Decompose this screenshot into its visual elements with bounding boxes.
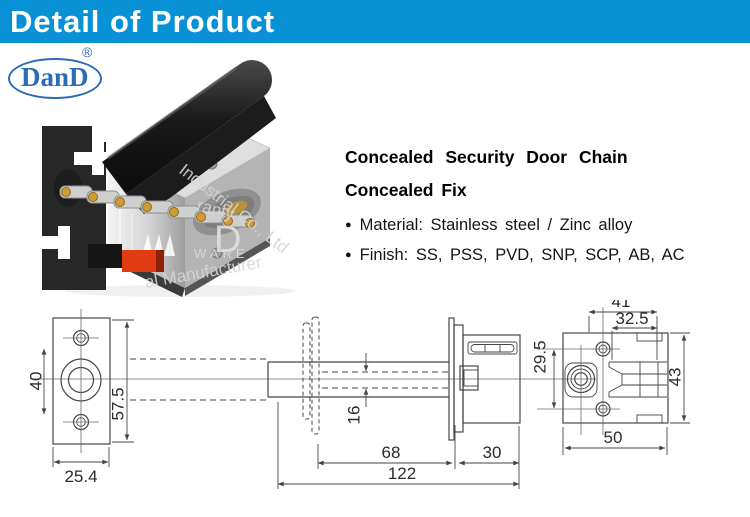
watermark-line: WARE [194,246,249,261]
product-title: Concealed Security Door Chain [345,147,628,167]
drawing-faceplate-view: 40 57.5 25.4 [27,309,268,486]
dim-body-width: 50 [604,428,623,447]
screw-dimple [211,247,223,259]
dim-body-top-width: 41 [612,300,631,311]
dim-body-height: 43 [666,368,685,387]
finish-text: Finish: SS, PSS, PVD, SNP, SCP, AB, AC [359,246,685,264]
drawing-side-view: 16 68 30 122 [267,316,521,489]
dim-track-width: 32.5 [615,309,648,328]
chain-track-outline [608,361,667,398]
material-text: Material: Stainless steel / Zinc alloy [359,216,633,234]
dim-tube-height: 16 [345,406,364,425]
finish-line: ● Finish: SS, PSS, PVD, SNP, SCP, AB, AC [345,246,745,265]
technical-drawings: 40 57.5 25.4 [27,300,690,489]
product-description: Concealed Security Door Chain Concealed … [345,147,745,276]
page-title: Detail of Product [10,4,276,39]
chain-end [224,200,248,216]
bullet-icon: ● [345,249,352,261]
dim-hole-spacing: 40 [27,372,46,391]
dim-plate-width: 25.4 [64,467,97,486]
header-banner: Detail of Product [0,0,750,43]
dim-body-depth: 30 [483,443,502,462]
product-photo: Industrial Co., Ltd ranty D WARE al Manu… [42,60,295,297]
dim-screw-spacing: 29.5 [531,340,550,373]
security-chain [59,185,255,228]
watermark-ghost-letter: D [214,219,241,261]
black-barrel [102,60,276,214]
registered-trademark-icon: ® [82,44,93,60]
brand-logo-oval: DanD [8,58,102,99]
brand-logo: DanD ® [8,44,118,110]
dim-plate-height: 57.5 [109,387,128,420]
dim-insert-depth: 68 [382,443,401,462]
red-button [122,250,164,272]
dim-overall-length: 122 [388,464,416,483]
material-line: ● Material: Stainless steel / Zinc alloy [345,216,745,235]
release-button [88,244,164,272]
bullet-icon: ● [345,219,352,231]
chain-rivets [61,187,255,228]
brand-logo-text: DanD [21,62,89,92]
product-subtitle: Concealed Fix [345,180,467,200]
drawing-rear-view: 41 32.5 29.5 43 50 [531,300,690,455]
